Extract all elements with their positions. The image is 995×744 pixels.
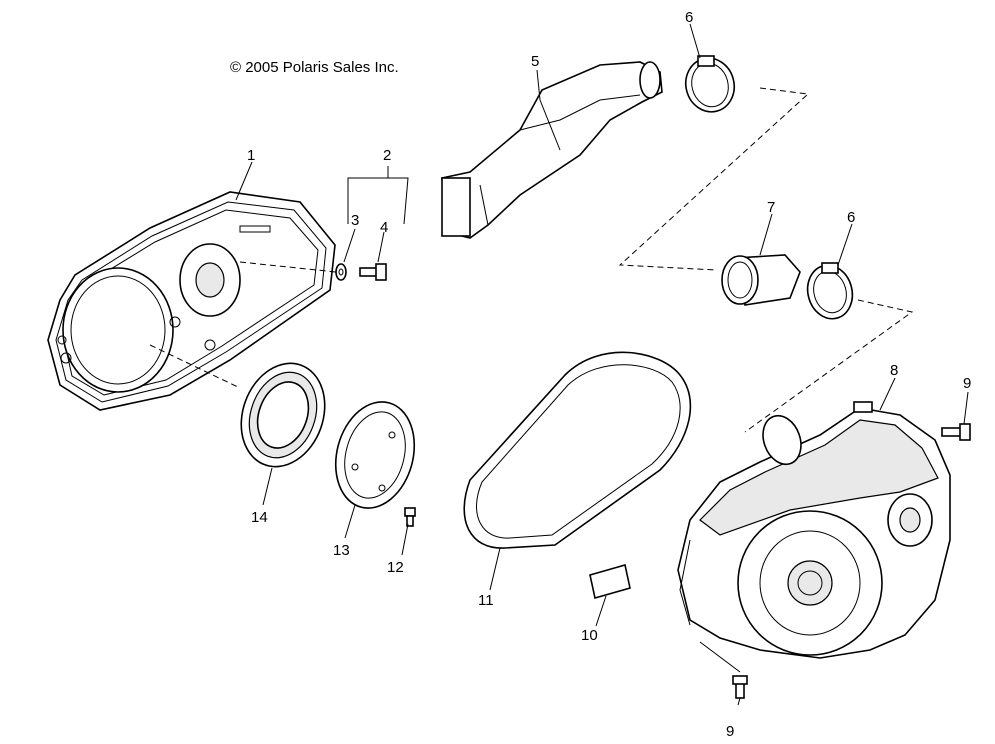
cover-bolt-upper bbox=[941, 423, 971, 441]
callout-10: 10 bbox=[581, 627, 598, 644]
callout-9-lower: 9 bbox=[726, 723, 734, 740]
callout-6-upper: 6 bbox=[685, 9, 693, 26]
retainer-plate bbox=[334, 401, 416, 509]
drive-belt bbox=[463, 351, 692, 549]
callout-7: 7 bbox=[767, 199, 775, 216]
clutch-cover-seal bbox=[240, 362, 326, 468]
callout-11: 11 bbox=[478, 592, 494, 609]
callout-14: 14 bbox=[251, 509, 268, 526]
callout-2: 2 bbox=[383, 147, 391, 164]
cover-bolt-lower bbox=[732, 675, 748, 699]
callout-5: 5 bbox=[531, 53, 539, 70]
bolt bbox=[359, 263, 387, 281]
callout-1: 1 bbox=[247, 147, 255, 164]
intake-coupler bbox=[721, 254, 801, 306]
callout-4: 4 bbox=[380, 219, 388, 236]
outer-clutch-cover bbox=[677, 401, 951, 659]
callout-8: 8 bbox=[890, 362, 898, 379]
callout-3: 3 bbox=[351, 212, 359, 229]
warning-decal bbox=[589, 563, 631, 600]
callout-6-lower: 6 bbox=[847, 209, 855, 226]
inner-clutch-cover bbox=[47, 191, 336, 411]
copyright-notice: © 2005 Polaris Sales Inc. bbox=[230, 59, 399, 76]
plate-screw bbox=[404, 507, 416, 527]
callout-12: 12 bbox=[387, 559, 404, 576]
washer bbox=[335, 263, 347, 281]
callout-9-upper: 9 bbox=[963, 375, 971, 392]
hose-clamp-upper bbox=[684, 55, 736, 113]
callout-13: 13 bbox=[333, 542, 350, 559]
hose-clamp-lower bbox=[806, 262, 854, 320]
intake-duct bbox=[441, 61, 663, 239]
